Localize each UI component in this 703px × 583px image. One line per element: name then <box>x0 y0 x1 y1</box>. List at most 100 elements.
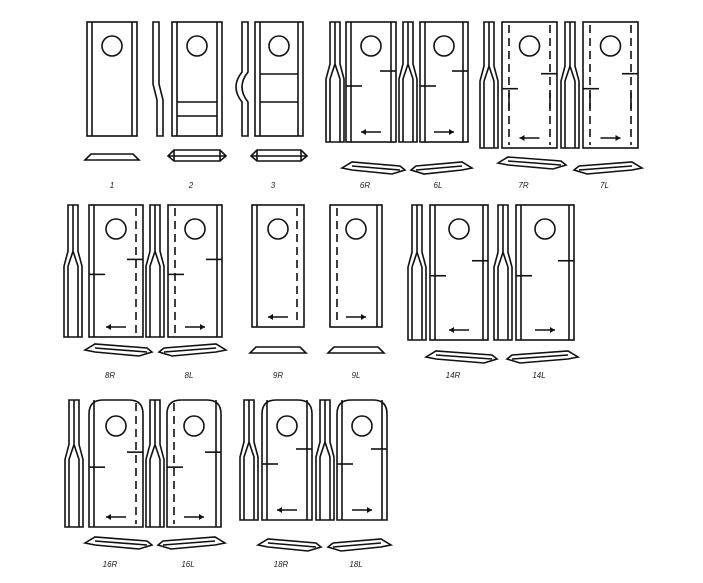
blade-3: 3 <box>235 21 309 190</box>
rotation-arrow-left-icon <box>361 129 366 135</box>
blade-side-view-detail <box>149 205 161 337</box>
blade-label: 18R <box>274 560 289 569</box>
blade-front-outline <box>167 204 223 338</box>
mounting-hole <box>276 415 298 437</box>
blade-side-view-detail <box>564 22 576 148</box>
blade-side-view-detail <box>319 400 331 520</box>
rotation-arrow-right-icon <box>615 135 621 141</box>
blade-label: 18L <box>349 560 362 569</box>
blade-front-outline <box>582 21 639 149</box>
mounting-hole <box>345 218 367 240</box>
rotation-arrow-right-icon <box>449 129 454 135</box>
blade-front-outline <box>251 204 305 328</box>
mounting-hole <box>183 415 205 437</box>
blade-section-view <box>166 149 228 162</box>
blade-side-view-detail <box>402 22 414 142</box>
rotation-arrow-left-icon <box>449 327 454 333</box>
blade-front-outline <box>515 204 575 341</box>
blade-9r: 9R <box>248 204 308 380</box>
mounting-hole <box>448 218 470 240</box>
blade-18l: 18L <box>315 399 394 569</box>
blade-9l: 9L <box>326 204 386 380</box>
mounting-hole <box>105 218 127 240</box>
blade-side-view <box>407 204 427 341</box>
blade-label: 6L <box>434 181 443 190</box>
rotation-arrow-left-icon <box>106 514 111 520</box>
blade-16r: 16R <box>64 399 154 569</box>
blade-front-outline <box>254 21 304 137</box>
blade-side-view-detail <box>483 22 495 148</box>
blade-side-view-detail <box>329 22 341 142</box>
blade-7r: 7R <box>479 21 568 190</box>
blade-section-view <box>249 149 309 162</box>
rotation-arrow-left-icon <box>277 507 282 513</box>
blade-front-outline <box>88 399 144 528</box>
blade-14l: 14L <box>493 204 581 380</box>
mounting-hole <box>101 35 123 57</box>
blade-side-view-detail <box>149 400 161 527</box>
blade-side-view <box>235 21 249 137</box>
blade-side-view-detail <box>67 205 79 337</box>
blade-side-view <box>64 399 84 528</box>
rotation-arrow-right-icon <box>550 327 555 333</box>
blade-section-view <box>505 350 581 364</box>
blade-side-view <box>479 21 499 149</box>
mounting-hole <box>518 35 541 57</box>
blade-label: 6R <box>360 181 370 190</box>
mounting-hole <box>360 35 382 57</box>
blade-side-view <box>145 204 165 338</box>
rotation-arrow-left-icon <box>106 324 111 330</box>
blade-8r: 8R <box>63 204 154 380</box>
blade-front-outline <box>336 399 388 521</box>
blade-14r: 14R <box>407 204 499 380</box>
blade-front-outline <box>345 21 397 143</box>
blade-label: 8R <box>105 371 115 380</box>
blade-front-outline <box>329 204 383 328</box>
blade-label: 8L <box>185 371 194 380</box>
blade-side-view <box>145 399 165 528</box>
blade-18r: 18R <box>239 399 323 569</box>
blade-label: 2 <box>188 181 194 190</box>
blade-label: 9L <box>352 371 361 380</box>
blade-section-view <box>495 156 568 170</box>
mounting-hole <box>534 218 556 240</box>
blade-side-view <box>239 399 259 521</box>
rotation-arrow-left-icon <box>268 314 273 320</box>
blade-label: 16R <box>103 560 118 569</box>
mounting-hole <box>184 218 206 240</box>
blade-front-outline <box>429 204 489 341</box>
blade-label: 3 <box>271 181 276 190</box>
blade-label: 9R <box>273 371 283 380</box>
rotation-arrow-left-icon <box>519 135 525 141</box>
blade-2: 2 <box>152 21 228 190</box>
blade-label: 14L <box>532 371 545 380</box>
mounting-hole <box>105 415 127 437</box>
blade-label: 16L <box>181 560 194 569</box>
mounting-hole <box>268 35 290 57</box>
blade-side-view <box>398 21 418 143</box>
blade-section-view <box>82 343 154 357</box>
rotation-arrow-right-icon <box>199 514 204 520</box>
mounting-hole <box>599 35 622 57</box>
blade-side-view-detail <box>497 205 509 340</box>
rotation-arrow-right-icon <box>361 314 366 320</box>
blade-side-view <box>315 399 335 521</box>
blade-section-view <box>248 346 308 354</box>
blade-section-view <box>326 346 386 354</box>
blade-section-view <box>157 343 229 357</box>
blade-label: 14R <box>446 371 461 380</box>
blade-front-outline <box>86 21 138 137</box>
blade-side-view-detail <box>243 400 255 520</box>
blade-front-outline <box>166 399 222 528</box>
blade-front-outline <box>88 204 144 338</box>
mounting-hole <box>267 218 289 240</box>
blade-side-view <box>493 204 513 341</box>
blade-label: 7L <box>600 181 609 190</box>
blade-section-view <box>156 536 228 550</box>
blade-section-view <box>83 153 141 161</box>
blade-front-outline <box>171 21 223 137</box>
blade-section-view <box>326 538 394 552</box>
blade-16l: 16L <box>145 399 228 569</box>
blade-7l: 7L <box>560 21 645 190</box>
